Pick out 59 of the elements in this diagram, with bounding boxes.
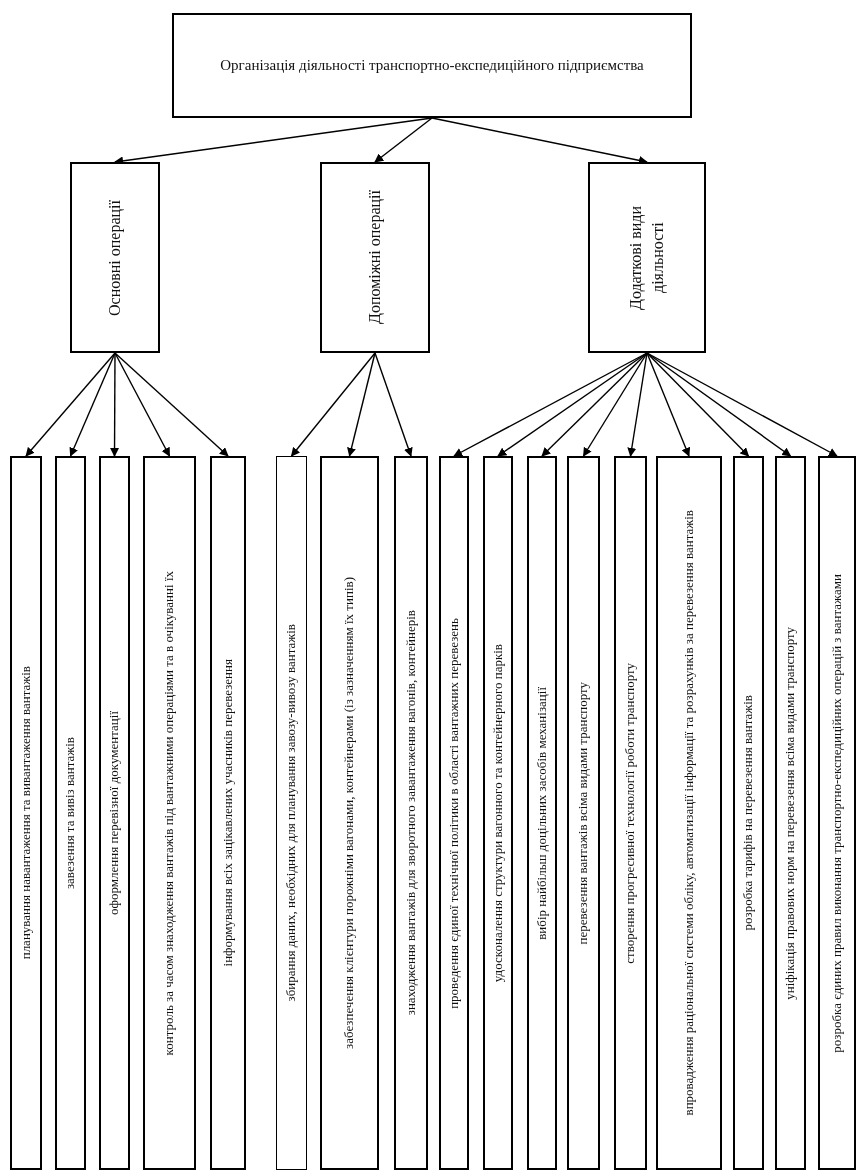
arrow xyxy=(646,352,792,457)
category-box xyxy=(320,162,430,353)
activity-box xyxy=(99,456,130,1170)
box-label: забезпечення клієнтури порожніми вагонами, контейнерами (із зазначенням їх типів) xyxy=(342,577,357,1049)
box-label: планування навантаження та вивантаження вантажів xyxy=(18,666,34,960)
activity-box xyxy=(567,456,600,1170)
box-label: знаходження вантажів для зворотного завантаження вагонів, контейнерів xyxy=(403,610,419,1016)
box-label: вибір найбільш доцільних засобів механізації xyxy=(534,686,550,940)
activity-box xyxy=(143,456,196,1170)
box-label: удосконалення структури вагонного та контейнерного парків xyxy=(490,643,506,983)
activity-box xyxy=(320,456,379,1170)
activity-box xyxy=(439,456,469,1170)
arrow xyxy=(627,352,648,457)
activity-box xyxy=(483,456,513,1170)
box-label: розробка єдиних правил виконання транспортно-експедиційних операцій з вантажами xyxy=(829,573,845,1053)
activity-box xyxy=(394,456,428,1170)
activity-box xyxy=(614,456,647,1170)
box-label: інформування всіх зацікавлених учасників перевезення xyxy=(220,659,236,967)
arrow xyxy=(347,352,376,457)
activity-box xyxy=(210,456,246,1170)
box-label: уніфікація правових норм на перевезення всіма видами транспорту xyxy=(783,626,798,1000)
arrow xyxy=(290,352,376,457)
activity-box xyxy=(775,456,806,1170)
arrow xyxy=(25,352,116,457)
box-label: Основні операції xyxy=(104,199,125,316)
box-label: створення прогресивної технології роботи транспорту xyxy=(623,662,638,964)
box-label: розробка тарифів на перевезення вантажів xyxy=(741,695,756,931)
category-box xyxy=(588,162,706,353)
arrow xyxy=(110,352,120,457)
box-label: завезення та вивіз вантажів xyxy=(63,736,78,890)
arrow xyxy=(374,117,433,163)
activity-box xyxy=(818,456,856,1170)
arrow xyxy=(114,352,171,457)
title-box xyxy=(172,13,692,118)
activity-box xyxy=(276,456,307,1170)
box-label: Додаткові види діяльності xyxy=(625,204,668,312)
arrow xyxy=(374,352,413,457)
box-label: Допоміжні операції xyxy=(364,190,385,325)
arrow xyxy=(114,352,229,457)
arrow xyxy=(582,352,648,457)
activity-box xyxy=(527,456,557,1170)
box-label: збирання даних, необхідних для планування завозу-вивозу вантажів xyxy=(284,624,299,1002)
category-box xyxy=(70,162,160,353)
activity-box xyxy=(733,456,764,1170)
arrow xyxy=(646,352,691,457)
box-label: Організація діяльності транспортно-експедиційного підприємства xyxy=(219,55,645,75)
activity-box xyxy=(656,456,722,1170)
box-label: впровадження раціональної системи обліку, автоматизації інформації та розрахунків за перевезення вантажів xyxy=(681,510,697,1116)
arrow xyxy=(541,352,648,457)
arrow xyxy=(646,352,750,457)
arrow xyxy=(69,352,116,457)
arrow xyxy=(646,352,838,457)
arrow xyxy=(431,117,648,165)
box-label: проведення єдиної технічної політики в області вантажних перевезень xyxy=(446,617,462,1009)
box-label: оформлення перевізної документації xyxy=(107,711,122,915)
activity-box xyxy=(55,456,86,1170)
box-label: перевезення вантажів всіма видами транспорту xyxy=(576,681,591,945)
box-label: контроль за часом знаходження вантажів під вантажними операціями та в очікуванні їх xyxy=(162,570,177,1056)
activity-box xyxy=(10,456,42,1170)
